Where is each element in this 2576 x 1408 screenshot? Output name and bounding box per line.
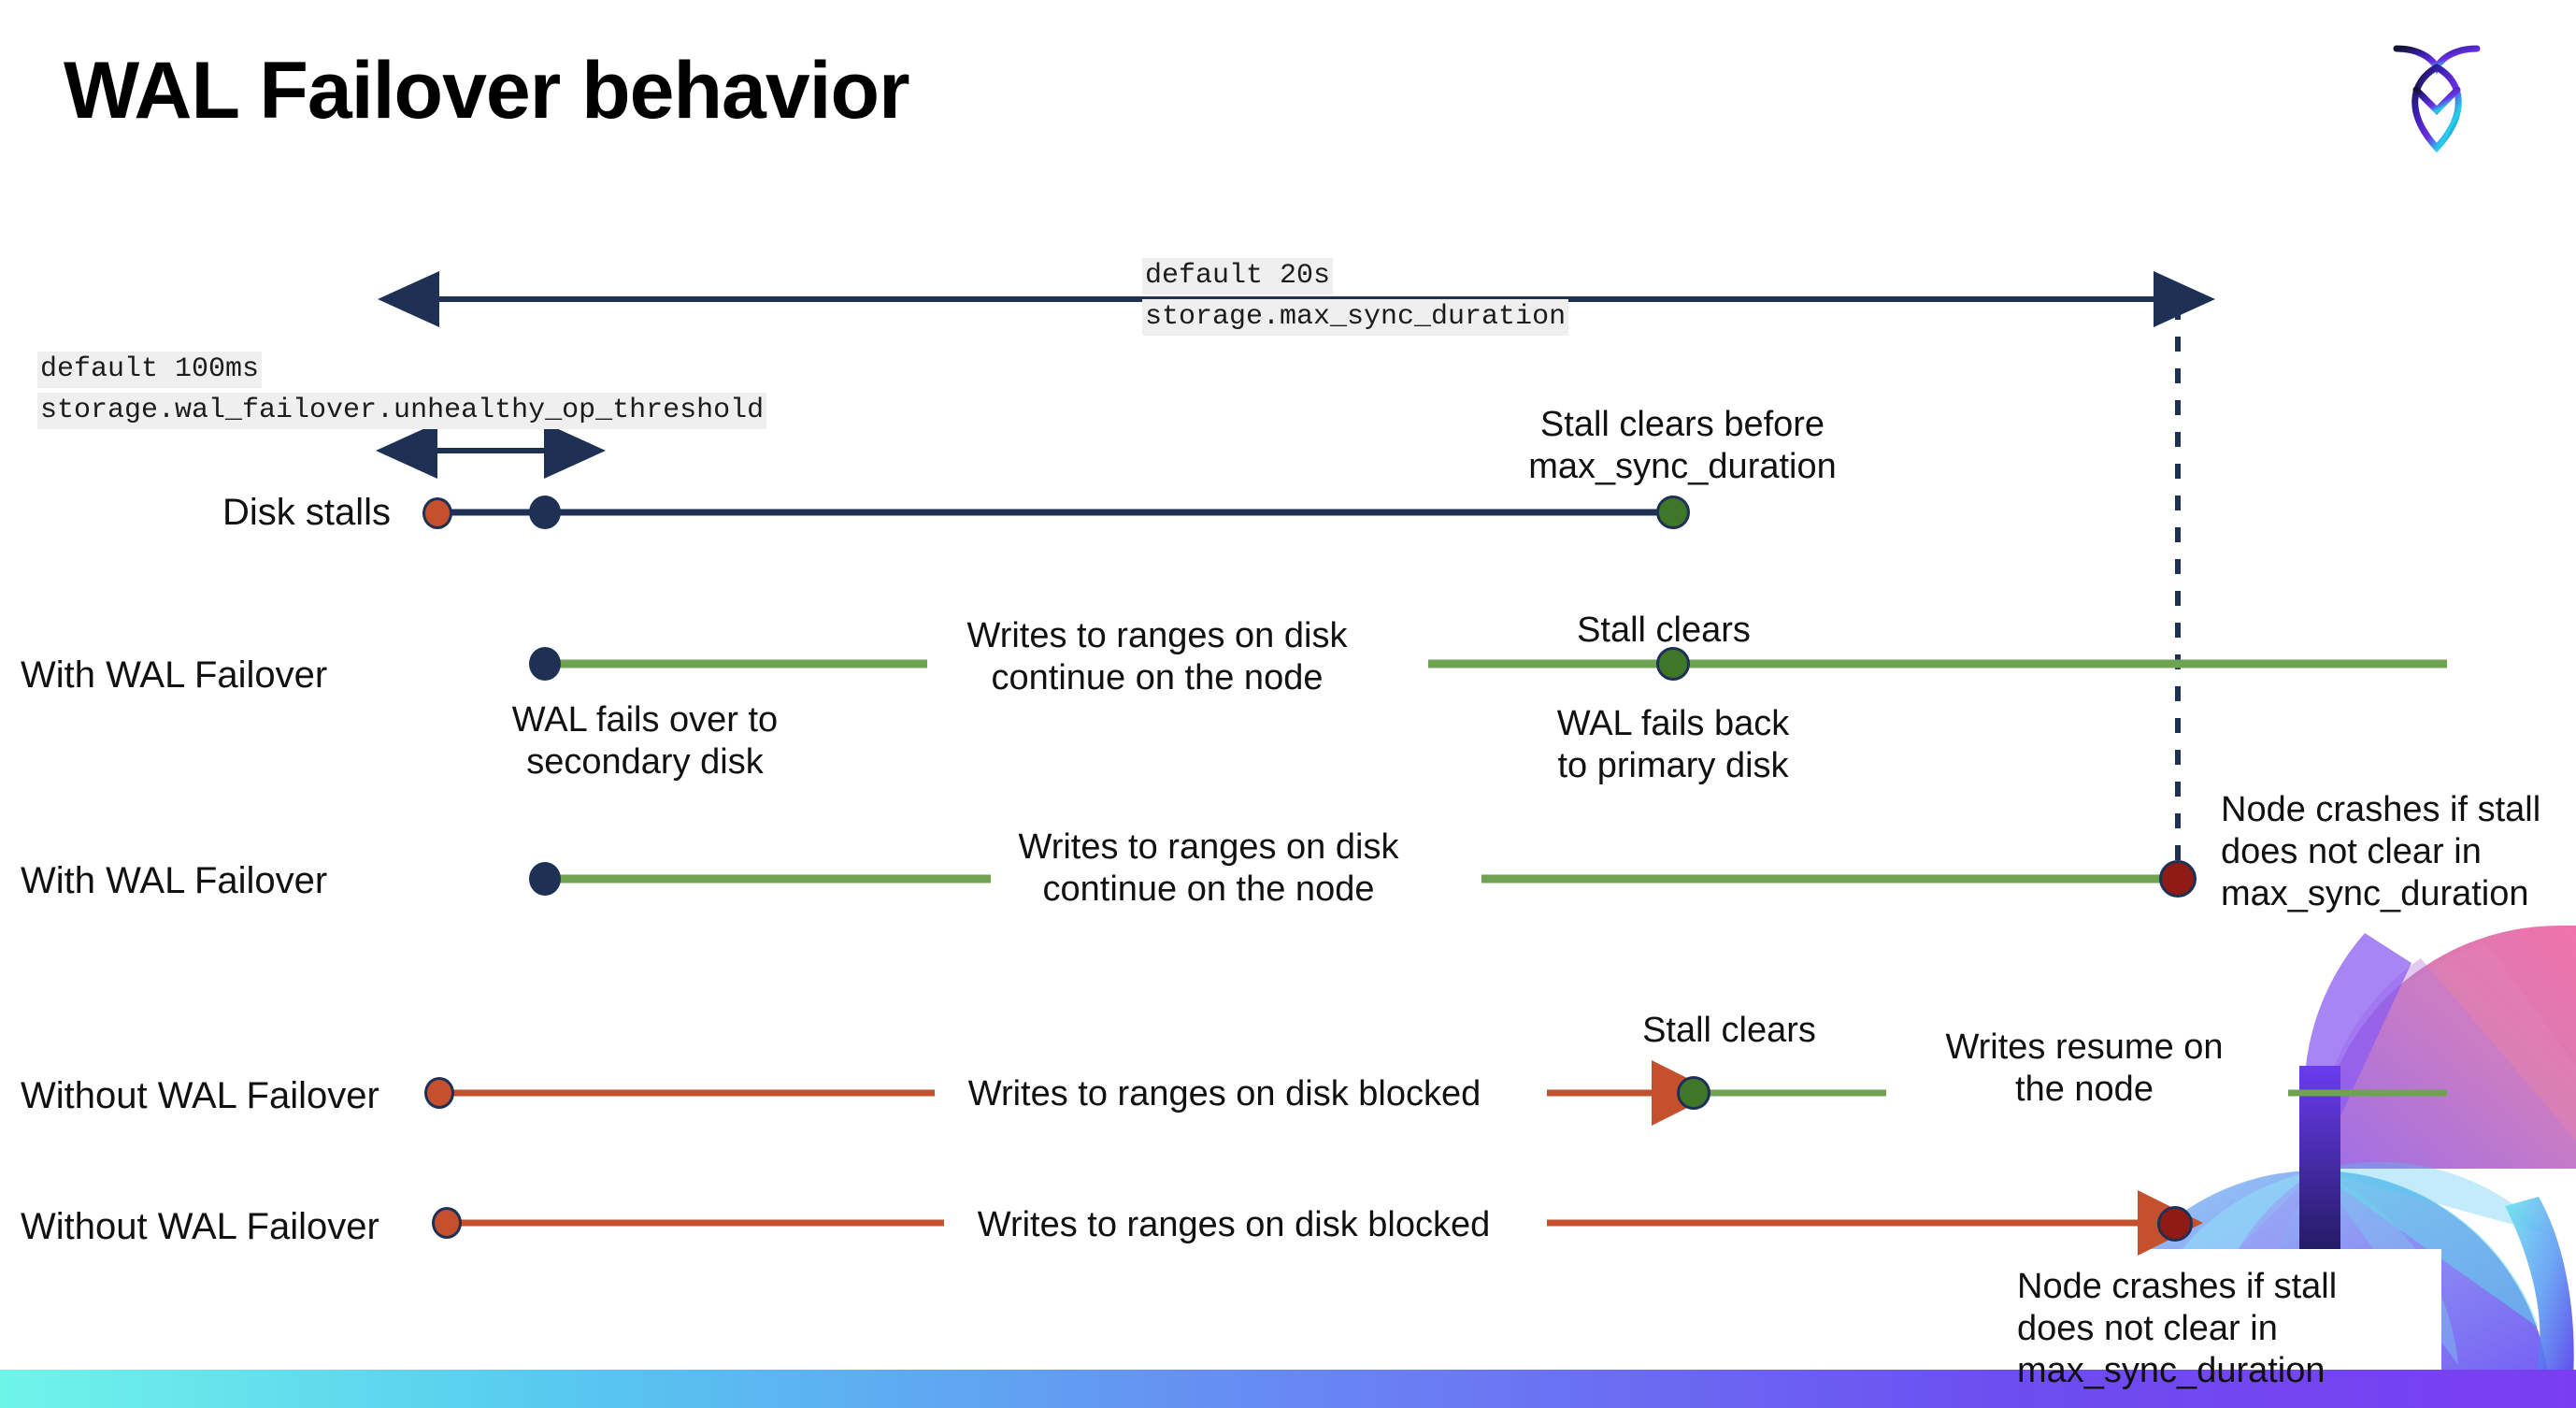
callout-writes-blocked-2: Writes to ranges on disk blocked <box>977 1205 1491 1244</box>
row-label-with-wal-failover-1: With WAL Failover <box>21 654 328 696</box>
row-label-without-wal-failover-2: Without WAL Failover <box>21 1206 379 1247</box>
marker-node-crashes-row3 <box>2159 860 2197 898</box>
marker-threshold-row1 <box>529 496 561 529</box>
callout-wal-fails-over: WAL fails over to secondary disk <box>511 700 779 782</box>
max-sync-default-chip: default 20s <box>1142 258 1334 295</box>
marker-wal-fails-over-row3 <box>529 862 561 896</box>
marker-wal-fails-over-row2 <box>529 647 561 681</box>
callout-stall-clears-before: Stall clears before max_sync_duration <box>1528 405 1837 486</box>
unhealthy-setting-chip: storage.wal_failover.unhealthy_op_thresh… <box>37 393 767 429</box>
callout-node-crashes-1: Node crashes if stall does not clear in … <box>2221 790 2541 913</box>
marker-stall-start-row5 <box>432 1207 462 1239</box>
cockroachdb-logo-icon <box>2385 28 2488 159</box>
callout-writes-continue-1: Writes to ranges on disk continue on the… <box>966 616 1348 697</box>
row-label-without-wal-failover-1: Without WAL Failover <box>21 1075 379 1116</box>
page-title: WAL Failover behavior <box>64 46 910 136</box>
marker-stall-start-row4 <box>424 1077 454 1109</box>
callout-stall-clears-b: Stall clears <box>1642 1011 1816 1050</box>
row-label-with-wal-failover-2: With WAL Failover <box>21 860 328 901</box>
marker-stall-clears-row4 <box>1677 1076 1710 1110</box>
bottom-accent-bar <box>0 1370 2576 1408</box>
marker-node-crashes-row5 <box>2157 1206 2193 1242</box>
max-sync-setting-chip: storage.max_sync_duration <box>1142 299 1569 336</box>
callout-stall-clears-a: Stall clears <box>1577 611 1751 650</box>
callout-wal-fails-back: WAL fails back to primary disk <box>1556 704 1790 785</box>
callout-writes-resume: Writes resume on the node <box>1945 1027 2224 1109</box>
marker-stall-start-row1 <box>422 497 452 529</box>
unhealthy-default-chip: default 100ms <box>37 352 263 388</box>
callout-writes-blocked-1: Writes to ranges on disk blocked <box>967 1074 1481 1113</box>
marker-wal-fails-back-row2 <box>1656 647 1690 681</box>
callout-writes-continue-2: Writes to ranges on disk continue on the… <box>1018 827 1399 909</box>
marker-stall-clears-row1 <box>1656 496 1690 529</box>
callout-node-crashes-2: Node crashes if stall does not clear in … <box>2017 1267 2338 1390</box>
row-label-disk-stalls: Disk stalls <box>222 492 392 533</box>
